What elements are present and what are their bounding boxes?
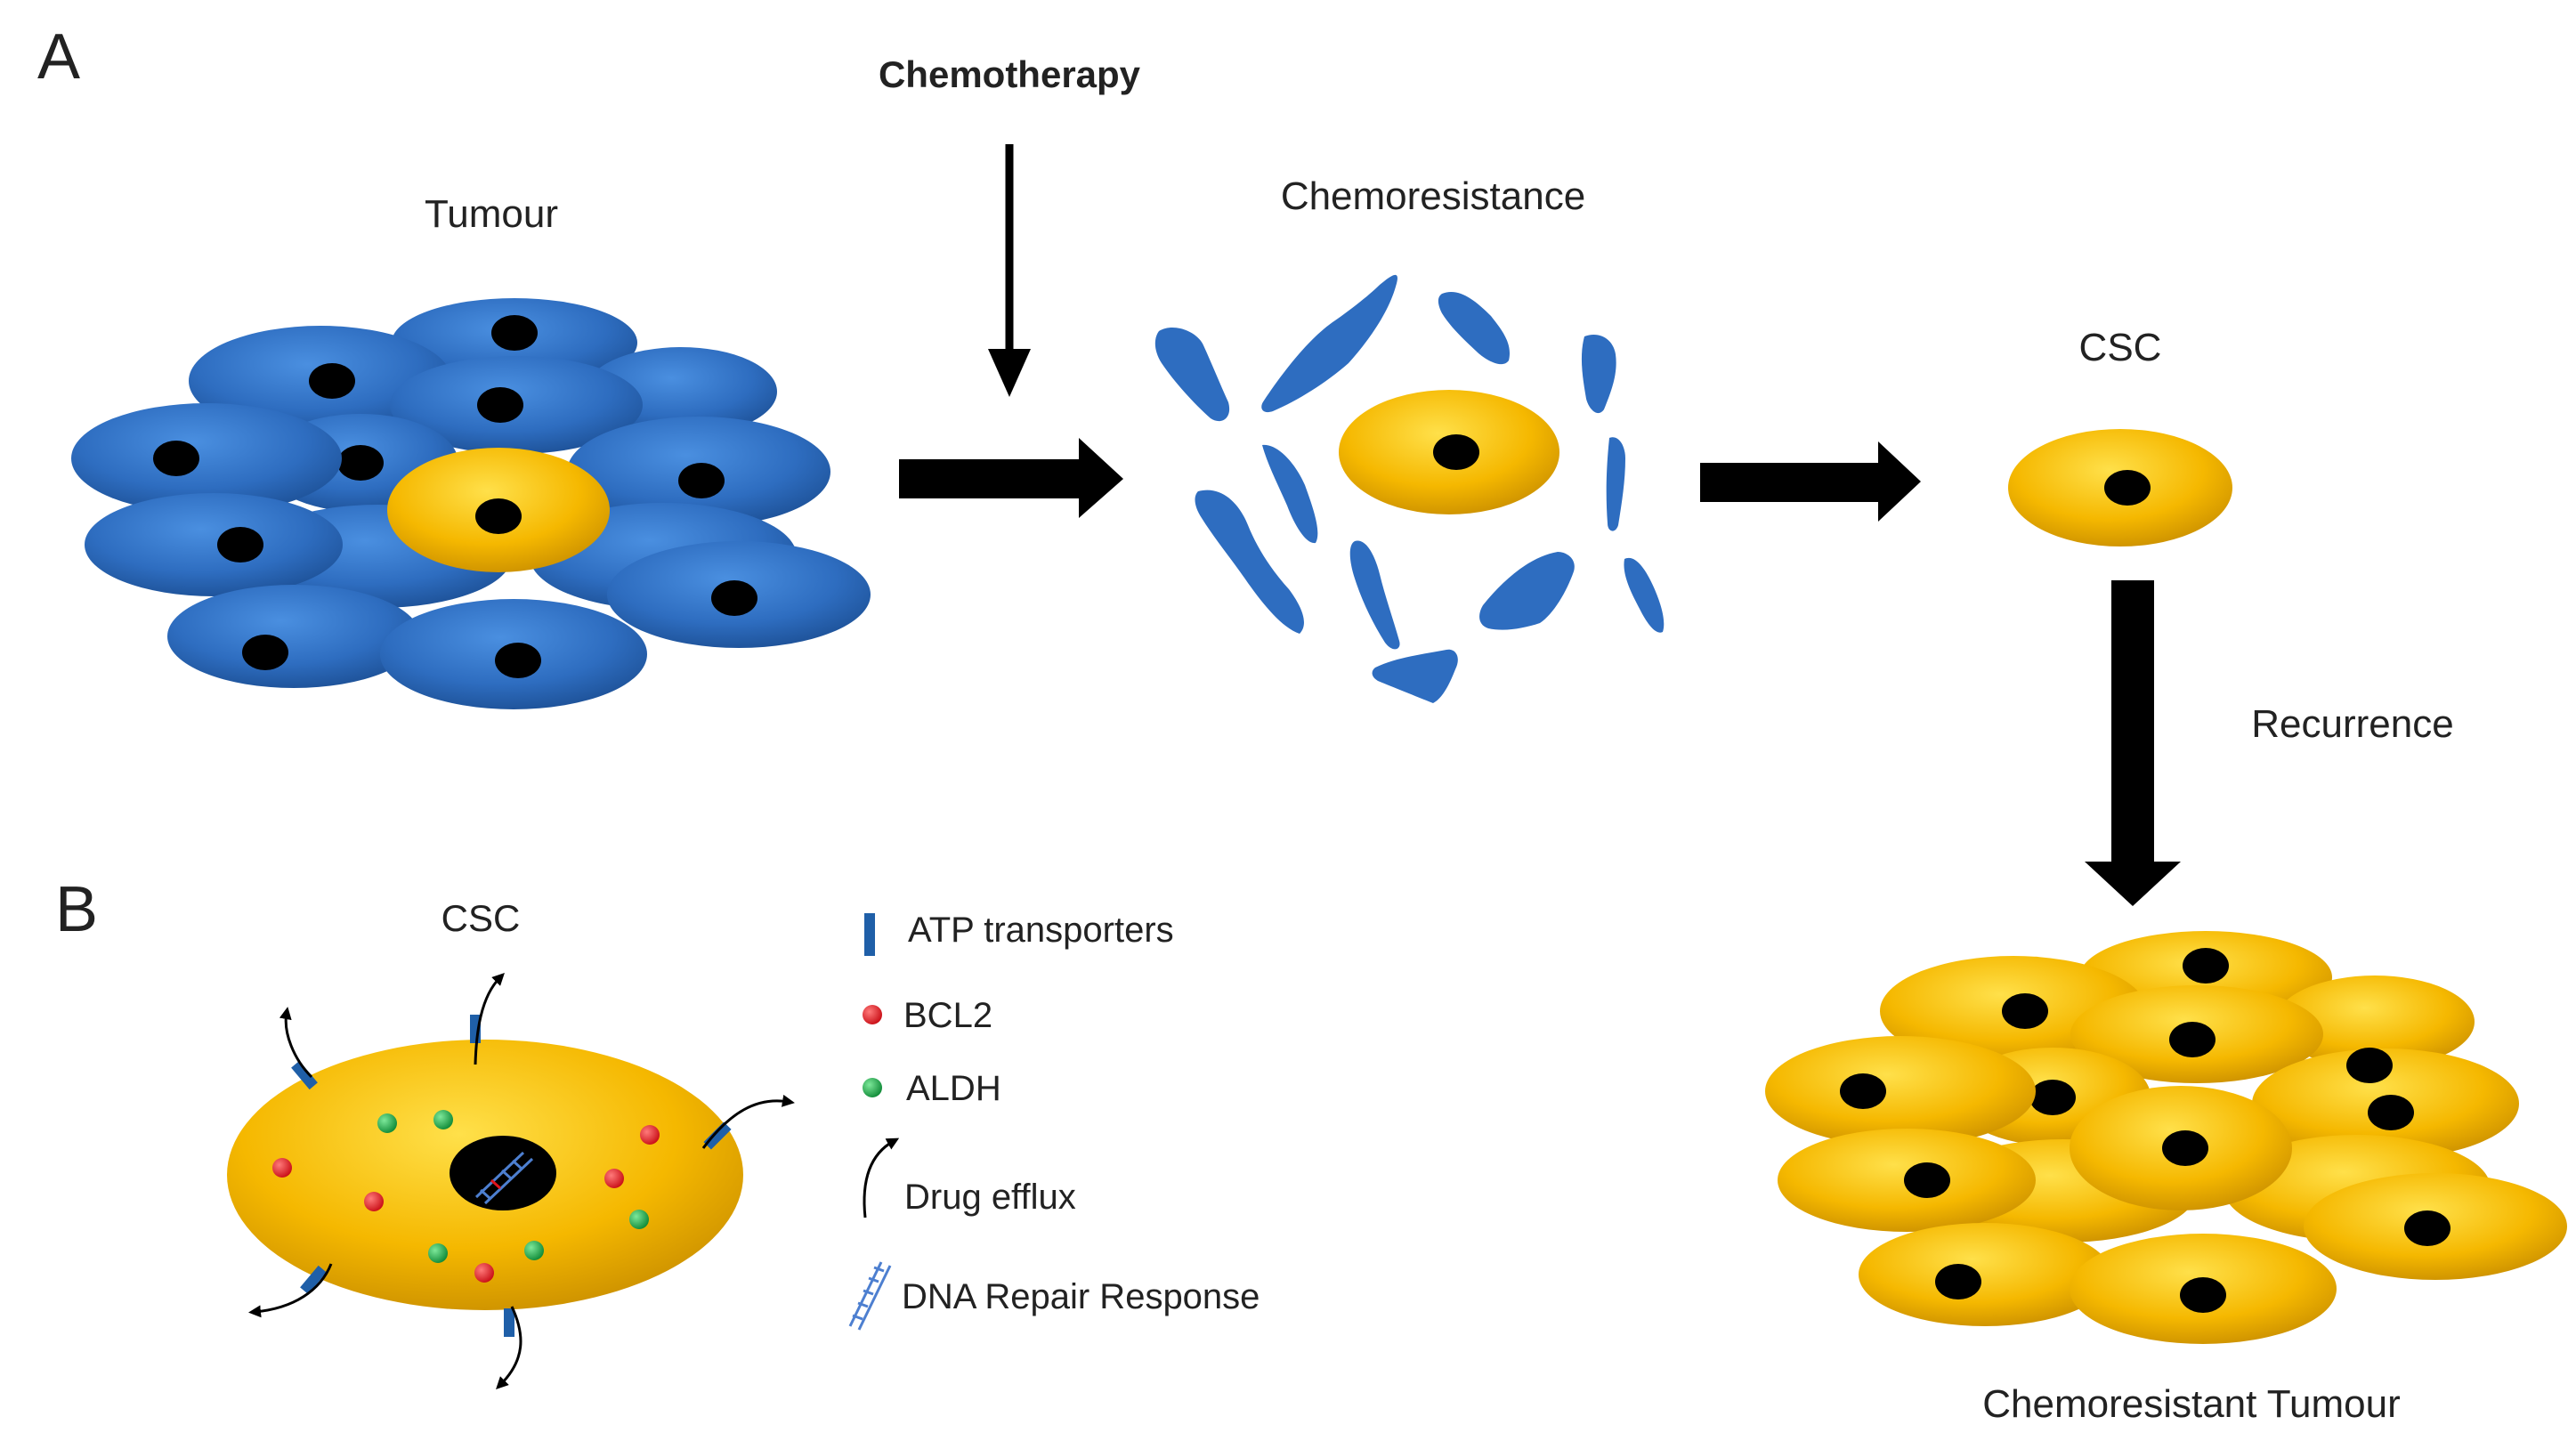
tumour-cluster	[71, 298, 871, 709]
dna-icon	[474, 1151, 534, 1205]
csc-cell	[2070, 1086, 2292, 1210]
nucleus	[1840, 1073, 1886, 1109]
legend-label-atp: ATP transporters	[908, 911, 1174, 950]
arrow-to-csc	[1700, 441, 1921, 522]
csc-cell	[2070, 1234, 2337, 1344]
csc-cell	[1859, 1223, 2111, 1326]
nucleus	[2104, 470, 2151, 506]
nucleus	[2162, 1130, 2208, 1166]
nucleus	[153, 441, 199, 476]
chemotherapy-label: Chemotherapy	[879, 53, 1141, 95]
nucleus	[337, 445, 384, 481]
aldh-marker	[377, 1113, 397, 1133]
csc-cell	[1765, 1036, 2036, 1146]
csc-detail-label: CSC	[441, 897, 521, 939]
tumour-cell	[71, 403, 342, 514]
legend-item-aldh: ALDH	[863, 1069, 1001, 1108]
nucleus	[2002, 993, 2048, 1029]
bcl2-marker	[272, 1158, 292, 1178]
aldh-marker	[629, 1210, 649, 1229]
legend-item-efflux: Drug efflux	[863, 1137, 1076, 1218]
surviving-csc-cell	[1339, 390, 1559, 514]
nucleus	[217, 527, 263, 563]
csc-cell	[2252, 1048, 2519, 1159]
nucleus	[1904, 1162, 1950, 1198]
legend-label-bcl2: BCL2	[903, 996, 992, 1035]
bcl2-marker	[640, 1125, 660, 1145]
dna-repair-icon	[848, 1261, 892, 1331]
tumour-cell	[167, 585, 420, 688]
csc-cell	[2070, 985, 2323, 1083]
nucleus	[2368, 1095, 2414, 1130]
chemoresistance-label: Chemoresistance	[1281, 174, 1585, 218]
bcl2-icon	[863, 1005, 882, 1024]
chemotherapy-arrow	[988, 144, 1031, 397]
legend-label-aldh: ALDH	[906, 1069, 1001, 1108]
efflux-arrow-icon	[863, 1137, 900, 1218]
legend-label-efflux: Drug efflux	[904, 1178, 1076, 1217]
nucleus	[2404, 1210, 2450, 1246]
csc-cell	[1778, 1129, 2036, 1232]
atp-transporter	[291, 1060, 318, 1090]
nucleus	[2346, 1048, 2393, 1083]
aldh-marker	[428, 1243, 448, 1263]
tumour-cell	[567, 417, 830, 527]
legend-item-atp: ATP transporters	[864, 911, 1174, 956]
nucleus	[1935, 1264, 1981, 1299]
atp-transporter	[703, 1121, 732, 1150]
nucleus	[678, 463, 725, 498]
csc-cell	[2304, 1173, 2567, 1280]
arrow-to-chemoresistance	[899, 438, 1123, 518]
isolated-csc-cell	[2008, 429, 2232, 546]
legend-item-bcl2: BCL2	[863, 996, 992, 1035]
tumour-label: Tumour	[425, 192, 558, 236]
drug-efflux-arrows	[248, 973, 795, 1389]
csc-cell-in-tumour	[387, 448, 610, 572]
nucleus	[2029, 1080, 2076, 1115]
bcl2-marker	[604, 1169, 624, 1188]
panel-letter-b: B	[55, 874, 98, 945]
aldh-marker	[524, 1241, 544, 1260]
aldh-marker	[433, 1110, 453, 1129]
legend-item-dna: DNA Repair Response	[848, 1261, 1260, 1331]
tumour-cell	[85, 493, 343, 596]
nucleus	[2180, 1277, 2226, 1313]
nucleus	[491, 315, 538, 351]
nucleus	[475, 498, 522, 534]
tumour-cell	[380, 599, 647, 709]
aldh-icon	[863, 1078, 882, 1097]
tumour-cell	[390, 356, 643, 454]
chemoresistant-tumour-label: Chemoresistant Tumour	[1982, 1382, 2401, 1426]
legend: ATP transporters BCL2 ALDH Drug efflux	[848, 911, 1260, 1331]
nucleus	[711, 580, 757, 616]
recurrence-label: Recurrence	[2251, 702, 2453, 746]
tumour-cell	[607, 541, 871, 648]
csc-cell	[2275, 976, 2475, 1068]
recurrence-arrow	[2085, 580, 2181, 906]
bcl2-marker	[364, 1192, 384, 1211]
nucleus	[477, 387, 523, 423]
panel-letter-a: A	[37, 21, 80, 93]
chemoresistant-tumour-cluster	[1765, 931, 2567, 1344]
csc-label: CSC	[2079, 326, 2162, 369]
nucleus-with-dna	[450, 1136, 556, 1210]
nucleus	[309, 363, 355, 399]
atp-transporter-icon	[864, 913, 875, 956]
nucleus	[2183, 948, 2229, 984]
nucleus	[1433, 434, 1479, 470]
legend-label-dna: DNA Repair Response	[902, 1277, 1260, 1316]
csc-detail-cell	[227, 973, 795, 1389]
nucleus	[242, 635, 288, 670]
atp-transporter	[504, 1308, 514, 1337]
nucleus	[2169, 1022, 2216, 1057]
bcl2-marker	[474, 1263, 494, 1283]
nucleus	[495, 643, 541, 678]
cell-debris	[1154, 274, 1665, 703]
atp-transporter	[300, 1265, 327, 1295]
